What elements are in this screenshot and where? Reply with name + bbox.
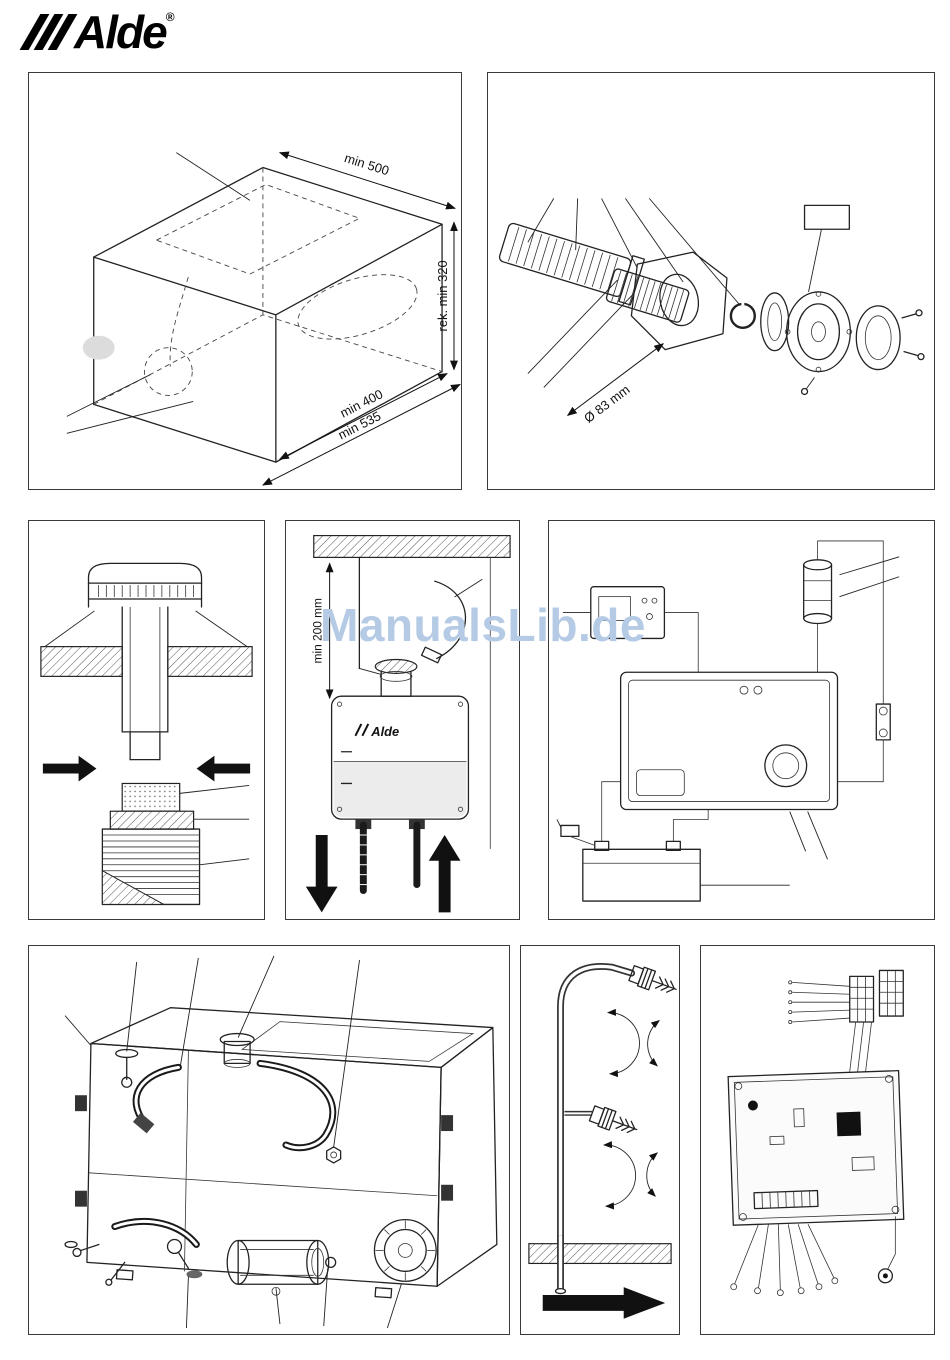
alde-logo: Alde ®	[19, 6, 175, 58]
dim-rek-min320: rek. min 320	[435, 260, 450, 331]
dim-min-clearance: min 200 mm	[311, 598, 325, 663]
expansion-tank-diagram: min 200 mm Alde	[305, 534, 511, 913]
figure-drain-valve	[520, 945, 680, 1335]
registered-mark: ®	[165, 10, 175, 24]
drain-diagram	[528, 963, 677, 1319]
figure-expansion-tank: min 200 mm Alde	[285, 520, 520, 920]
figure-system-overview	[548, 520, 935, 920]
figure-boiler-connections	[28, 945, 510, 1335]
figure-flue-exploded-view: Ø 83 mm	[487, 72, 935, 490]
alde-logo-slashes-icon	[19, 14, 78, 50]
roof-vent-diagram	[40, 562, 253, 906]
dim-min500: min 500	[343, 150, 391, 178]
tank-brand-label: Alde	[370, 724, 399, 739]
figure-installation-compartment: min 500 rek. min 320 min 400 min 535	[28, 72, 462, 490]
figure-circuit-board	[700, 945, 935, 1335]
system-diagram	[556, 540, 900, 902]
figure-roof-vent	[28, 520, 265, 920]
dim-diameter-83mm: Ø 83 mm	[581, 382, 632, 426]
pcb-diagram	[727, 969, 905, 1297]
flue-diagram: Ø 83 mm	[498, 198, 925, 426]
compartment-diagram: min 500 rek. min 320 min 400 min 535	[66, 150, 461, 486]
boiler-diagram	[64, 955, 498, 1329]
alde-logo-text: Alde	[74, 6, 168, 58]
